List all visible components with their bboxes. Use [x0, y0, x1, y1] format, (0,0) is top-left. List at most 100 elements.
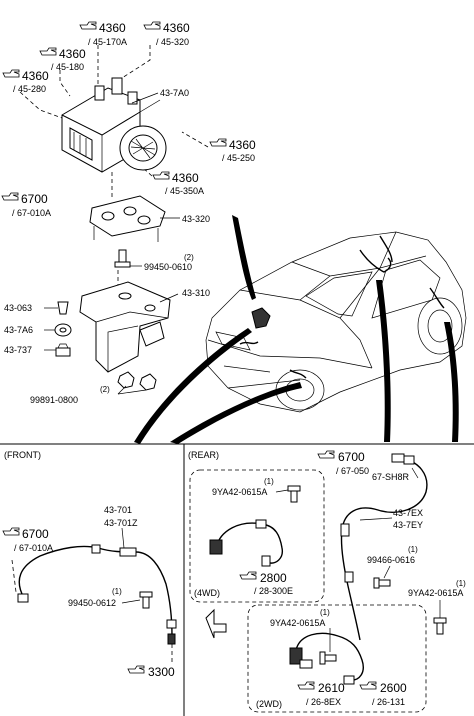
label-99450-0612: 99450-0612	[68, 598, 116, 608]
rear-wheel-speed-sensor[interactable]	[340, 453, 428, 641]
ref-sub: / 26-131	[372, 697, 405, 707]
ref-4360-45-320[interactable]: 4360 / 45-320	[143, 21, 190, 47]
bracket-43-320[interactable]	[89, 195, 166, 242]
arrow-4wd-to-2wd	[205, 608, 227, 639]
ref-code: 2600	[380, 681, 407, 695]
reference-hand-icon	[79, 21, 97, 30]
box-2wd: (1) 9YA42-0615A (2WD) 2610 / 26-8EX	[247, 604, 427, 713]
label-9ya42-4wd: 9YA42-0615A	[212, 487, 267, 497]
ref-2610[interactable]: 2610 / 26-8EX	[297, 681, 345, 707]
ref-code: 3300	[148, 665, 175, 679]
ref-4360-45-180[interactable]: 4360 / 45-180	[39, 47, 86, 72]
label-43-737: 43-737	[4, 345, 32, 355]
label-43-063: 43-063	[4, 303, 32, 313]
reference-hand-icon	[39, 47, 57, 56]
bolt-4wd[interactable]	[287, 485, 301, 503]
label-qty-4wd: (1)	[264, 477, 274, 486]
label-43-701z: 43-701Z	[104, 518, 138, 528]
ref-sub: / 67-010A	[12, 208, 51, 218]
reference-hand-icon	[2, 527, 20, 536]
bolt-99466-0616[interactable]	[373, 577, 391, 589]
ref-6700-67-010a-front[interactable]: 6700 / 67-010A	[2, 527, 53, 553]
bolt-99450-0612[interactable]	[139, 591, 153, 609]
rear-title: (REAR)	[188, 450, 219, 460]
label-9ya42-0615a-rear: 9YA42-0615A	[408, 588, 463, 598]
ref-sub: / 28-300E	[254, 586, 293, 596]
reference-hand-icon	[2, 69, 20, 78]
ref-4360-45-250[interactable]: 4360 / 45-250	[209, 138, 256, 163]
label-43-310: 43-310	[182, 288, 210, 298]
ref-2800[interactable]: 2800 / 28-300E	[239, 571, 293, 596]
ref-sub: / 45-320	[156, 37, 189, 47]
nut-99891-0800[interactable]	[117, 371, 157, 391]
front-title: (FRONT)	[4, 450, 41, 460]
ref-4360-45-170a[interactable]: 4360 / 45-170A	[79, 21, 127, 47]
ref-code: 4360	[99, 21, 126, 35]
ref-4360-45-280[interactable]: 4360 / 45-280	[2, 69, 49, 94]
reference-hand-icon	[209, 138, 227, 147]
callout-arcs	[134, 215, 459, 444]
bolt-2wd[interactable]	[319, 651, 337, 665]
reference-hand-icon	[317, 450, 335, 459]
collar-43-737[interactable]	[55, 343, 71, 357]
hcu-section: 4360 / 45-170A 4360 / 45-320 4360 / 45-1…	[1, 21, 256, 405]
label-99891-0800: 99891-0800	[30, 395, 78, 405]
label-99466-0616: 99466-0616	[367, 555, 415, 565]
label-43-320: 43-320	[182, 214, 210, 224]
bracket-43-310[interactable]	[79, 281, 171, 373]
ref-sub: / 26-8EX	[306, 697, 341, 707]
ref-3300[interactable]: 3300	[127, 665, 175, 679]
label-qty-2wd: (1)	[320, 608, 330, 617]
label-qty-9ya42-rear: (1)	[456, 579, 466, 588]
bolt-99450-0610[interactable]	[114, 249, 131, 268]
label-43-7a6: 43-7A6	[4, 325, 33, 335]
sensor-4wd[interactable]	[209, 519, 283, 567]
label-qty-99466: (1)	[408, 545, 418, 554]
ref-sub: / 67-010A	[14, 543, 53, 553]
sensor-2wd[interactable]	[289, 632, 364, 685]
label-9ya42-2wd: 9YA42-0615A	[270, 618, 325, 628]
hcu-on-car	[251, 307, 271, 329]
reference-hand-icon	[127, 665, 145, 674]
label-43-7ex: 43-7EX	[393, 508, 423, 518]
bushing-43-7a6[interactable]	[54, 323, 72, 337]
insulator-43-063[interactable]	[57, 301, 69, 315]
harness-rear-car	[359, 249, 392, 273]
ref-code: 2800	[260, 571, 287, 585]
ref-code: 4360	[22, 69, 49, 83]
ref-6700-67-010a-top[interactable]: 6700 / 67-010A	[1, 192, 51, 218]
label-99450-0610: 99450-0610	[144, 262, 192, 272]
label-67-sh8r: 67-SH8R	[372, 472, 410, 482]
box-4wd: (1) 9YA42-0615A (4WD) 2800 / 28-300E	[189, 469, 325, 603]
label-qty-bolt-top: (2)	[184, 253, 194, 262]
label-2wd: (2WD)	[256, 699, 282, 709]
label-qty-nut: (2)	[100, 385, 110, 394]
label-43-7ey: 43-7EY	[393, 520, 423, 530]
label-4wd: (4WD)	[194, 588, 220, 598]
ref-sub: / 45-350A	[165, 186, 204, 196]
front-section: (FRONT) 6700 / 67-010A 43-701 43-701Z (1…	[2, 450, 177, 679]
ref-code: 4360	[163, 21, 190, 35]
reference-hand-icon	[152, 171, 170, 180]
reference-hand-icon	[359, 681, 377, 690]
hcu-unit[interactable]	[61, 77, 167, 173]
ref-sub: / 45-280	[13, 84, 46, 94]
ref-4360-45-350a[interactable]: 4360 / 45-350A	[152, 171, 204, 196]
ref-code: 6700	[338, 450, 365, 464]
ref-code: 4360	[172, 171, 199, 185]
reference-hand-icon	[297, 681, 315, 690]
ref-code: 6700	[22, 527, 49, 541]
reference-hand-icon	[1, 192, 19, 201]
bolt-9ya42-0615a-rear[interactable]	[433, 617, 447, 635]
ref-code: 6700	[21, 192, 48, 206]
label-43-7a0: 43-7A0	[160, 88, 189, 98]
ref-2600[interactable]: 2600 / 26-131	[359, 681, 407, 707]
reference-hand-icon	[239, 571, 257, 580]
label-43-701: 43-701	[104, 505, 132, 515]
ref-sub: / 45-250	[222, 153, 255, 163]
front-wheel-speed-sensor[interactable]	[17, 544, 177, 645]
ref-6700-67-050[interactable]: 6700 / 67-050	[317, 450, 369, 476]
rear-section: (REAR) 6700 / 67-050 67-SH8R 43-7EX 43-7…	[188, 450, 466, 713]
